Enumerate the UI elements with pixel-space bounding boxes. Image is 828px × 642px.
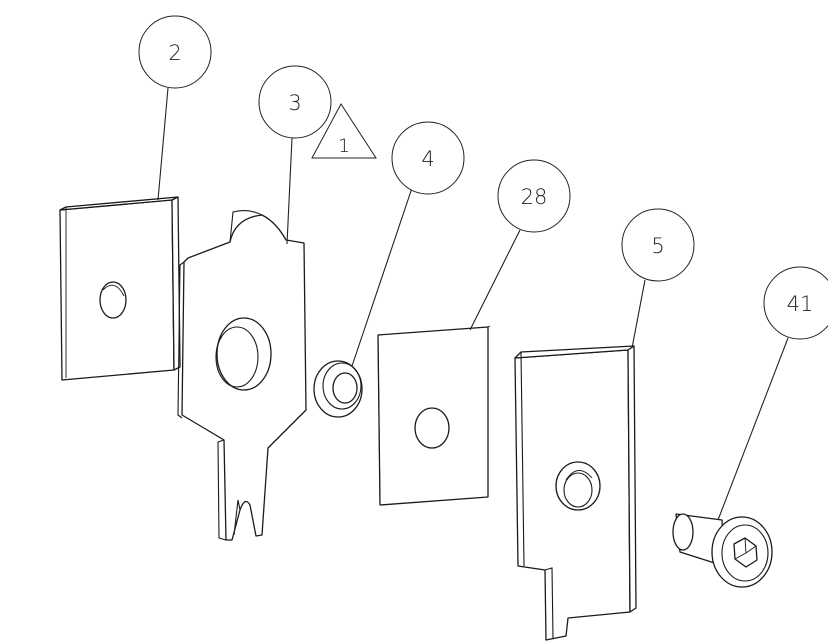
balloon-41-label: 41 [787, 292, 814, 316]
leader-28 [469, 229, 521, 331]
leader-2 [157, 87, 169, 201]
balloon-4-label: 4 [421, 147, 434, 171]
balloon-4: 4 [391, 121, 465, 195]
part-41-screw [672, 513, 773, 588]
balloon-5: 5 [621, 208, 695, 282]
balloon-41: 41 [763, 266, 828, 340]
leader-3 [286, 137, 293, 245]
part-5-block [514, 345, 637, 641]
leader-4 [351, 187, 413, 367]
part-28-shim [377, 325, 491, 506]
balloon-5-label: 5 [651, 234, 664, 258]
balloon-3: 3 [258, 65, 332, 139]
part-4-washer [313, 360, 363, 418]
leader-5 [631, 279, 646, 349]
balloon-28: 28 [497, 159, 571, 233]
balloon-3-label: 3 [288, 91, 301, 115]
revision-flag-label: 1 [338, 135, 350, 157]
revision-flag: 1 [311, 103, 377, 159]
balloon-2-label: 2 [168, 41, 181, 65]
part-2-plate [59, 196, 181, 381]
leader-41 [717, 337, 789, 521]
balloon-28-label: 28 [521, 185, 548, 209]
balloon-2: 2 [138, 15, 212, 89]
part-3-fork-plate [177, 209, 307, 541]
leader-lines [157, 87, 789, 521]
